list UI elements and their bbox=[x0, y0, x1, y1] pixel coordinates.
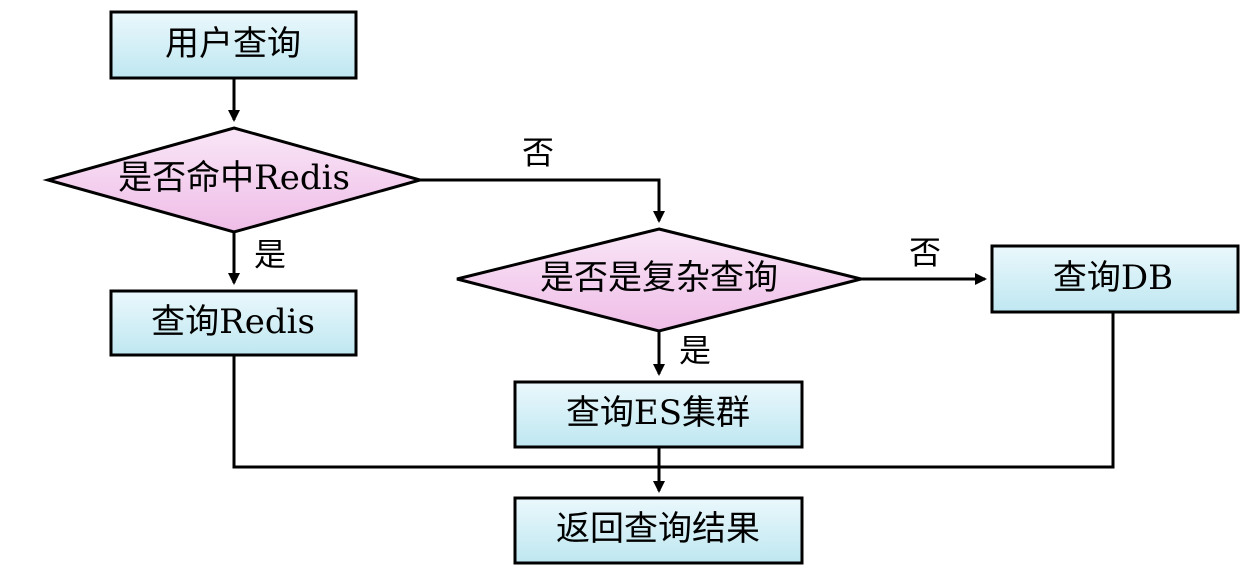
query-redis-box bbox=[109, 289, 358, 357]
node-user-query: 用户查询 bbox=[109, 10, 358, 80]
query-redis-label: 查询Redis bbox=[151, 302, 315, 342]
edges bbox=[228, 78, 1115, 493]
edge-query-db-to-merge bbox=[659, 312, 1115, 469]
hit-redis-diamond bbox=[42, 126, 426, 234]
edge-hit-redis-no-to-complex bbox=[420, 178, 665, 223]
node-query-db: 查询DB bbox=[990, 244, 1240, 314]
edge-label-redis-yes: 是 bbox=[254, 236, 286, 274]
return-result-label: 返回查询结果 bbox=[556, 509, 760, 549]
node-is-complex: 是否是复杂查询 bbox=[456, 227, 862, 333]
edge-query-redis-to-merge bbox=[232, 355, 659, 469]
is-complex-diamond bbox=[456, 227, 862, 333]
user-query-label: 用户查询 bbox=[165, 24, 301, 64]
edge-label-complex-yes: 是 bbox=[679, 332, 711, 370]
query-es-label: 查询ES集群 bbox=[566, 393, 750, 433]
node-query-es: 查询ES集群 bbox=[513, 380, 804, 449]
query-db-label: 查询DB bbox=[1053, 258, 1173, 298]
query-es-box bbox=[513, 380, 804, 449]
user-query-box bbox=[109, 10, 358, 80]
edge-label-redis-no: 否 bbox=[522, 134, 554, 172]
node-return-result: 返回查询结果 bbox=[513, 496, 804, 565]
edge-label-complex-no: 否 bbox=[909, 234, 941, 272]
node-hit-redis: 是否命中Redis bbox=[42, 126, 426, 234]
is-complex-label: 是否是复杂查询 bbox=[540, 258, 778, 298]
query-db-box bbox=[990, 244, 1240, 314]
hit-redis-label: 是否命中Redis bbox=[118, 158, 350, 198]
return-result-box bbox=[513, 496, 804, 565]
node-query-redis: 查询Redis bbox=[109, 289, 358, 357]
